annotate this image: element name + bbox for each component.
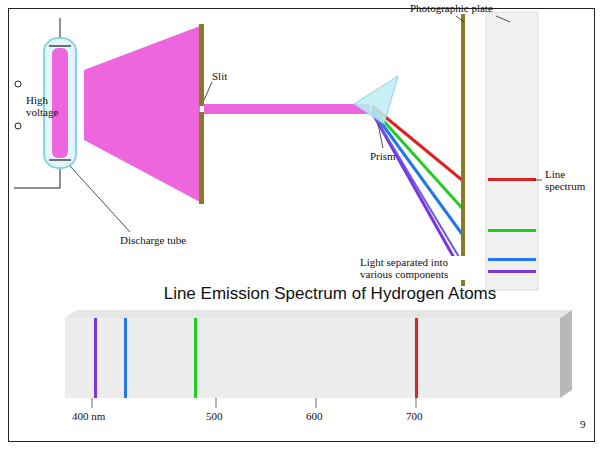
electrode [49,45,71,47]
part-label: Discharge tube [120,234,186,246]
violet-ray [372,112,462,272]
electrode [49,159,71,161]
leader-line [378,124,383,148]
leader-line [70,166,130,232]
part-label: High voltage [26,94,76,118]
terminal [15,123,21,129]
spectrum-line [488,258,536,261]
leader-line [456,16,464,22]
spectrum-line [94,318,97,398]
blue-ray [372,110,462,234]
spectrum-line [194,318,197,398]
page-number: 9 [580,418,586,430]
axis-label: 400 nm [72,410,105,422]
indigo-ray [372,112,462,262]
caption: Line Emission Spectrum of Hydrogen Atoms [164,284,497,304]
light-cone [84,26,200,202]
bar-top [65,310,572,318]
spectrum-line [488,229,536,232]
slit-plate [199,24,204,106]
part-label: Slit [212,70,227,82]
slide-frame [9,9,595,442]
tick [416,398,417,408]
wire [14,166,60,188]
beam [204,104,370,114]
discharge-tube [44,38,76,168]
wire [60,18,61,40]
leader-line [204,82,212,100]
spectrum-line [124,318,127,398]
slit-plate [199,112,204,204]
bar-side [560,310,572,398]
part-label: Prism [370,150,396,162]
spectrum-line [415,318,418,398]
spectrum-line [488,270,536,273]
leader-line [534,180,542,181]
terminal [15,81,21,87]
tick [216,398,217,408]
leader-line [496,16,510,22]
spectrum-line [488,178,536,181]
photographic-plate [461,14,465,286]
spectrum-bar [65,318,560,398]
tick [316,398,317,408]
glow [52,48,68,158]
axis-label: 500 [206,410,223,422]
plate-strip [486,12,538,290]
prism [354,76,398,124]
tick [92,398,93,408]
part-label: Photographic plate [410,2,493,14]
part-label: Light separated into various components [360,256,470,280]
axis-label: 600 [306,410,323,422]
axis-label: 700 [406,410,423,422]
part-label: Line spectrum [545,168,595,192]
